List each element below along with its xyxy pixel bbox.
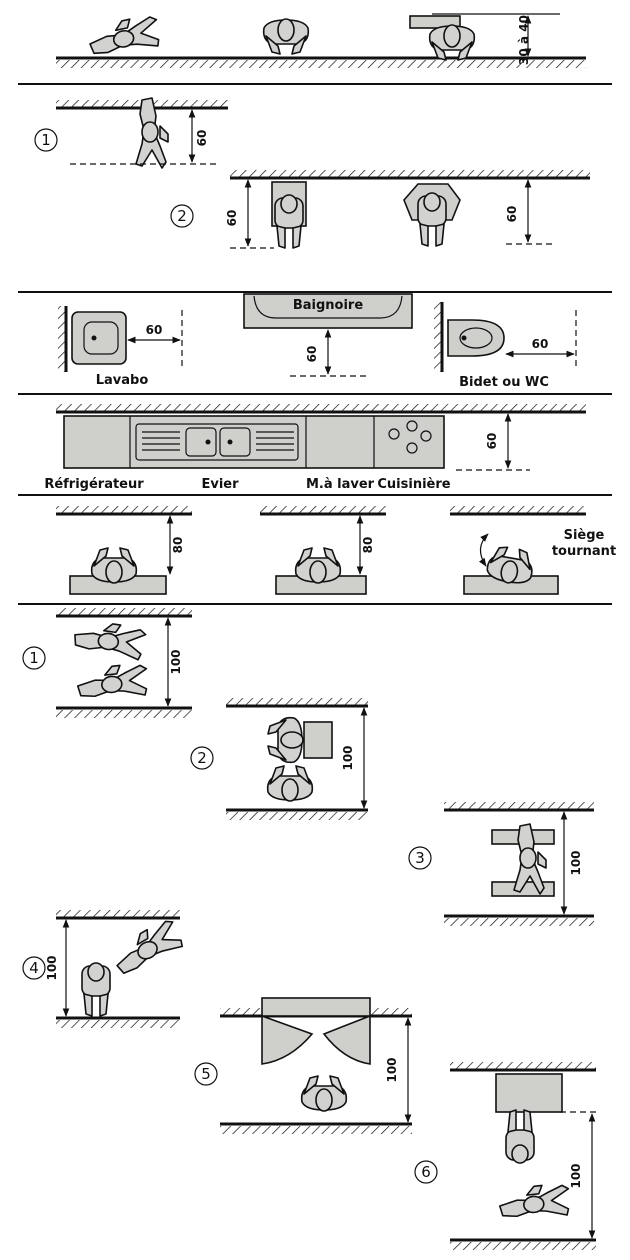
case-2: 2 100 [190,698,368,820]
case5-door-right [322,1014,371,1065]
case2-passing-person [266,765,314,802]
shelf-block [409,15,461,29]
rotation-arrow [479,533,489,567]
case2-dimension: 100 [341,745,355,770]
desk2-person-figure [294,547,342,584]
case6-walking-person [497,1181,572,1223]
case5-wardrobe [261,997,371,1017]
item1-dimension: 60 [195,130,209,147]
row2-group: 1 60 2 60 60 [34,97,590,249]
case3-dimension: 100 [569,850,583,875]
case4-seated-person [81,962,111,1017]
section-separators [18,83,612,605]
case5-door-left [261,1014,314,1065]
item2-seated-person-figure [274,194,304,249]
case5-person-figure [300,1075,348,1112]
case-4: 4 100 [22,910,187,1028]
row4-group: 60 Réfrigérateur Evier M.à laver Cuisini… [44,404,586,492]
baignoire-fixture [243,293,413,329]
siege-label-line1: Siège [564,528,605,543]
case1-walker-a [71,618,148,662]
kitchen-dimension: 60 [485,433,499,450]
burner-3 [406,442,418,454]
item2-number: 2 [177,207,187,225]
case6-table [495,1073,563,1113]
label-machine: M.à laver [306,477,375,492]
case2-cabinet [303,721,333,759]
lavabo-label: Lavabo [96,373,149,388]
bidet-dimension: 60 [532,337,549,351]
case-5: 5 100 [194,997,412,1134]
item2-armchair-person-figure [417,192,447,247]
case5-number: 5 [201,1065,211,1083]
item1-number-circle [34,128,58,152]
kitchen-counter [63,415,445,469]
person-facing-wall-figure [262,18,310,55]
case-3: 3 100 [408,802,594,926]
height-range-label: 30 à 40 [517,15,531,65]
case2-number: 2 [197,749,207,767]
case6-dimension: 100 [569,1163,583,1188]
row6-group: 1 100 2 100 3 [22,608,598,1250]
label-cuisiniere: Cuisinière [377,477,450,492]
baignoire-label: Baignoire [293,298,363,313]
label-evier: Evier [201,477,239,492]
bidet-fixture [447,319,505,357]
burner-1 [388,428,400,440]
case4-dimension: 100 [45,955,59,980]
burner-2 [406,420,418,432]
case6-seated-person [505,1109,535,1164]
case2-person-at-cabinet [267,716,304,764]
item2-dimension-left: 60 [225,210,239,227]
case1-walker-b [75,661,150,703]
case-1: 1 100 [22,608,192,718]
case1-number: 1 [29,649,39,667]
label-refrigerateur: Réfrigérateur [44,477,144,492]
desk2-dimension: 80 [361,537,375,554]
case4-walking-person [108,915,187,981]
case1-dimension: 100 [169,649,183,674]
case3-number: 3 [415,849,425,867]
siege-label-line2: tournant [552,544,616,559]
burner-4 [420,430,432,442]
person-at-shelf-figure [428,24,476,61]
bidet-label: Bidet ou WC [459,375,549,390]
item1-number: 1 [41,131,51,149]
item2-dimension-right: 60 [505,206,519,223]
walking-person-figure [85,12,163,61]
case4-number: 4 [29,959,39,977]
evier-sink [135,423,299,461]
desk1-dimension: 80 [171,537,185,554]
baignoire-dimension: 60 [305,346,319,363]
case6-number: 6 [421,1163,431,1181]
row3-group: 60 Lavabo Baignoire 60 60 Bidet ou WC [58,293,577,390]
item2-number-circle [170,204,194,228]
row5-group: 80 80 Siège tournant [56,506,616,595]
row1-group: 30 à 40 [56,12,586,68]
case5-dimension: 100 [385,1057,399,1082]
desk1-person-figure [90,547,138,584]
lavabo-dimension: 60 [146,323,163,337]
case-6: 6 100 [414,1062,598,1250]
